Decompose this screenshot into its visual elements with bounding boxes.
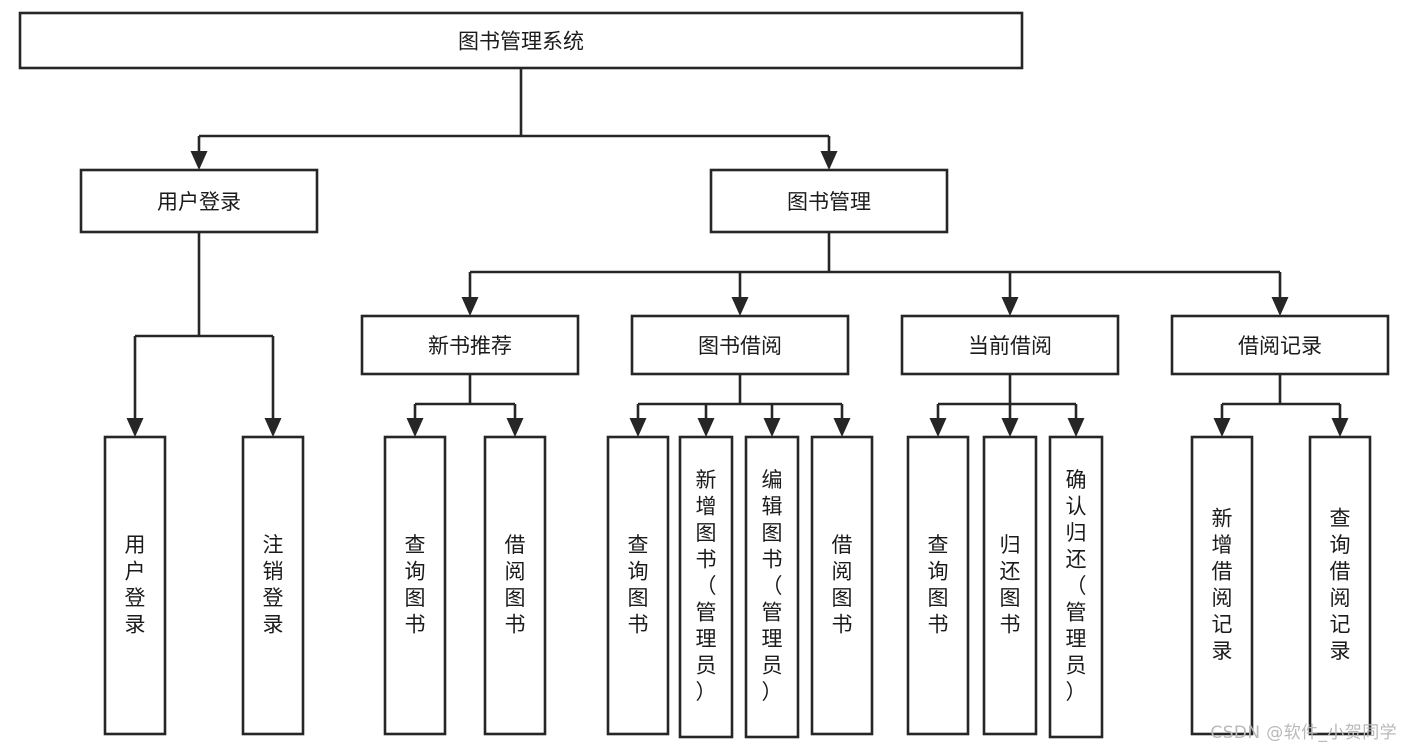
node-label: 借阅图书 [505, 533, 526, 637]
node-label: 查询图书 [928, 533, 949, 637]
node-label: 编辑图书（管理员） [762, 468, 783, 704]
arrow-head-icon [1067, 418, 1085, 437]
node-book-borrow[interactable]: 图书借阅 [630, 314, 850, 376]
node-label: 新增图书（管理员） [696, 468, 717, 704]
node-box[interactable] [483, 435, 547, 736]
node-label: 新书推荐 [428, 334, 512, 358]
nodes-layer: 图书管理系统用户登录图书管理新书推荐图书借阅当前借阅借阅记录用户登录注销登录查询… [18, 11, 1390, 739]
arrow-head-icon [1213, 418, 1231, 437]
node-box[interactable] [744, 435, 800, 739]
arrow-head-icon [1331, 418, 1349, 437]
arrow-head-icon [1271, 297, 1289, 316]
node-label: 查询图书 [405, 533, 426, 637]
node-leaf-rec-query-book[interactable]: 查询图书 [383, 435, 447, 736]
node-leaf-cur-confirm-return[interactable]: 确认归还（管理员） [1048, 435, 1104, 739]
arrow-head-icon [506, 418, 524, 437]
arrow-head-icon [820, 151, 838, 170]
node-box[interactable] [810, 435, 874, 736]
node-box[interactable] [360, 314, 580, 376]
node-box[interactable] [900, 314, 1120, 376]
node-label: 图书管理系统 [458, 30, 584, 54]
node-label: 借阅图书 [832, 533, 853, 637]
node-label: 借阅记录 [1238, 334, 1322, 358]
node-label: 注销登录 [263, 533, 284, 637]
node-box[interactable] [982, 435, 1038, 736]
node-box[interactable] [630, 314, 850, 376]
node-box[interactable] [1190, 435, 1254, 736]
node-root[interactable]: 图书管理系统 [18, 11, 1024, 70]
node-leaf-rec-add-record[interactable]: 新增借阅记录 [1190, 435, 1254, 736]
node-label: 图书借阅 [698, 334, 782, 358]
node-leaf-borrow-edit-book[interactable]: 编辑图书（管理员） [744, 435, 800, 739]
node-leaf-borrow-add-book[interactable]: 新增图书（管理员） [678, 435, 734, 739]
node-box[interactable] [241, 435, 305, 736]
arrow-head-icon [190, 151, 208, 170]
node-leaf-rec-borrow-book[interactable]: 借阅图书 [483, 435, 547, 736]
node-label: 用户登录 [125, 533, 146, 637]
node-box[interactable] [678, 435, 734, 739]
node-leaf-cur-query-book[interactable]: 查询图书 [906, 435, 970, 736]
node-leaf-rec-query-record[interactable]: 查询借阅记录 [1308, 435, 1372, 736]
arrow-head-icon [1001, 297, 1019, 316]
node-box[interactable] [906, 435, 970, 736]
node-leaf-user-logout[interactable]: 注销登录 [241, 435, 305, 736]
arrow-head-icon [1001, 418, 1019, 437]
node-label: 图书管理 [787, 190, 871, 214]
arrow-head-icon [763, 418, 781, 437]
arrow-head-icon [264, 418, 282, 437]
node-box[interactable] [1048, 435, 1104, 739]
node-label: 查询借阅记录 [1330, 506, 1351, 663]
arrow-head-icon [731, 297, 749, 316]
node-user-login[interactable]: 用户登录 [79, 168, 319, 234]
arrow-head-icon [697, 418, 715, 437]
node-box[interactable] [606, 435, 670, 736]
node-label: 归还图书 [1000, 533, 1021, 637]
node-current-borrow[interactable]: 当前借阅 [900, 314, 1120, 376]
node-new-book-rec[interactable]: 新书推荐 [360, 314, 580, 376]
node-book-manage[interactable]: 图书管理 [709, 168, 949, 234]
node-box[interactable] [79, 168, 319, 234]
node-label: 新增借阅记录 [1212, 506, 1233, 663]
arrow-head-icon [126, 418, 144, 437]
node-box[interactable] [103, 435, 167, 736]
connectors-layer [126, 68, 1349, 437]
arrow-head-icon [833, 418, 851, 437]
node-leaf-cur-return-book[interactable]: 归还图书 [982, 435, 1038, 736]
node-leaf-user-login[interactable]: 用户登录 [103, 435, 167, 736]
node-box[interactable] [709, 168, 949, 234]
arrow-head-icon [461, 297, 479, 316]
node-label: 用户登录 [157, 190, 241, 214]
arrow-head-icon [929, 418, 947, 437]
arrow-head-icon [406, 418, 424, 437]
node-label: 查询图书 [628, 533, 649, 637]
node-leaf-borrow-query-book[interactable]: 查询图书 [606, 435, 670, 736]
node-box[interactable] [1170, 314, 1390, 376]
node-box[interactable] [18, 11, 1024, 70]
node-box[interactable] [1308, 435, 1372, 736]
node-label: 确认归还（管理员） [1066, 468, 1087, 704]
node-label: 当前借阅 [968, 334, 1052, 358]
node-borrow-record[interactable]: 借阅记录 [1170, 314, 1390, 376]
node-box[interactable] [383, 435, 447, 736]
node-leaf-borrow-borrow-book[interactable]: 借阅图书 [810, 435, 874, 736]
arrow-head-icon [629, 418, 647, 437]
